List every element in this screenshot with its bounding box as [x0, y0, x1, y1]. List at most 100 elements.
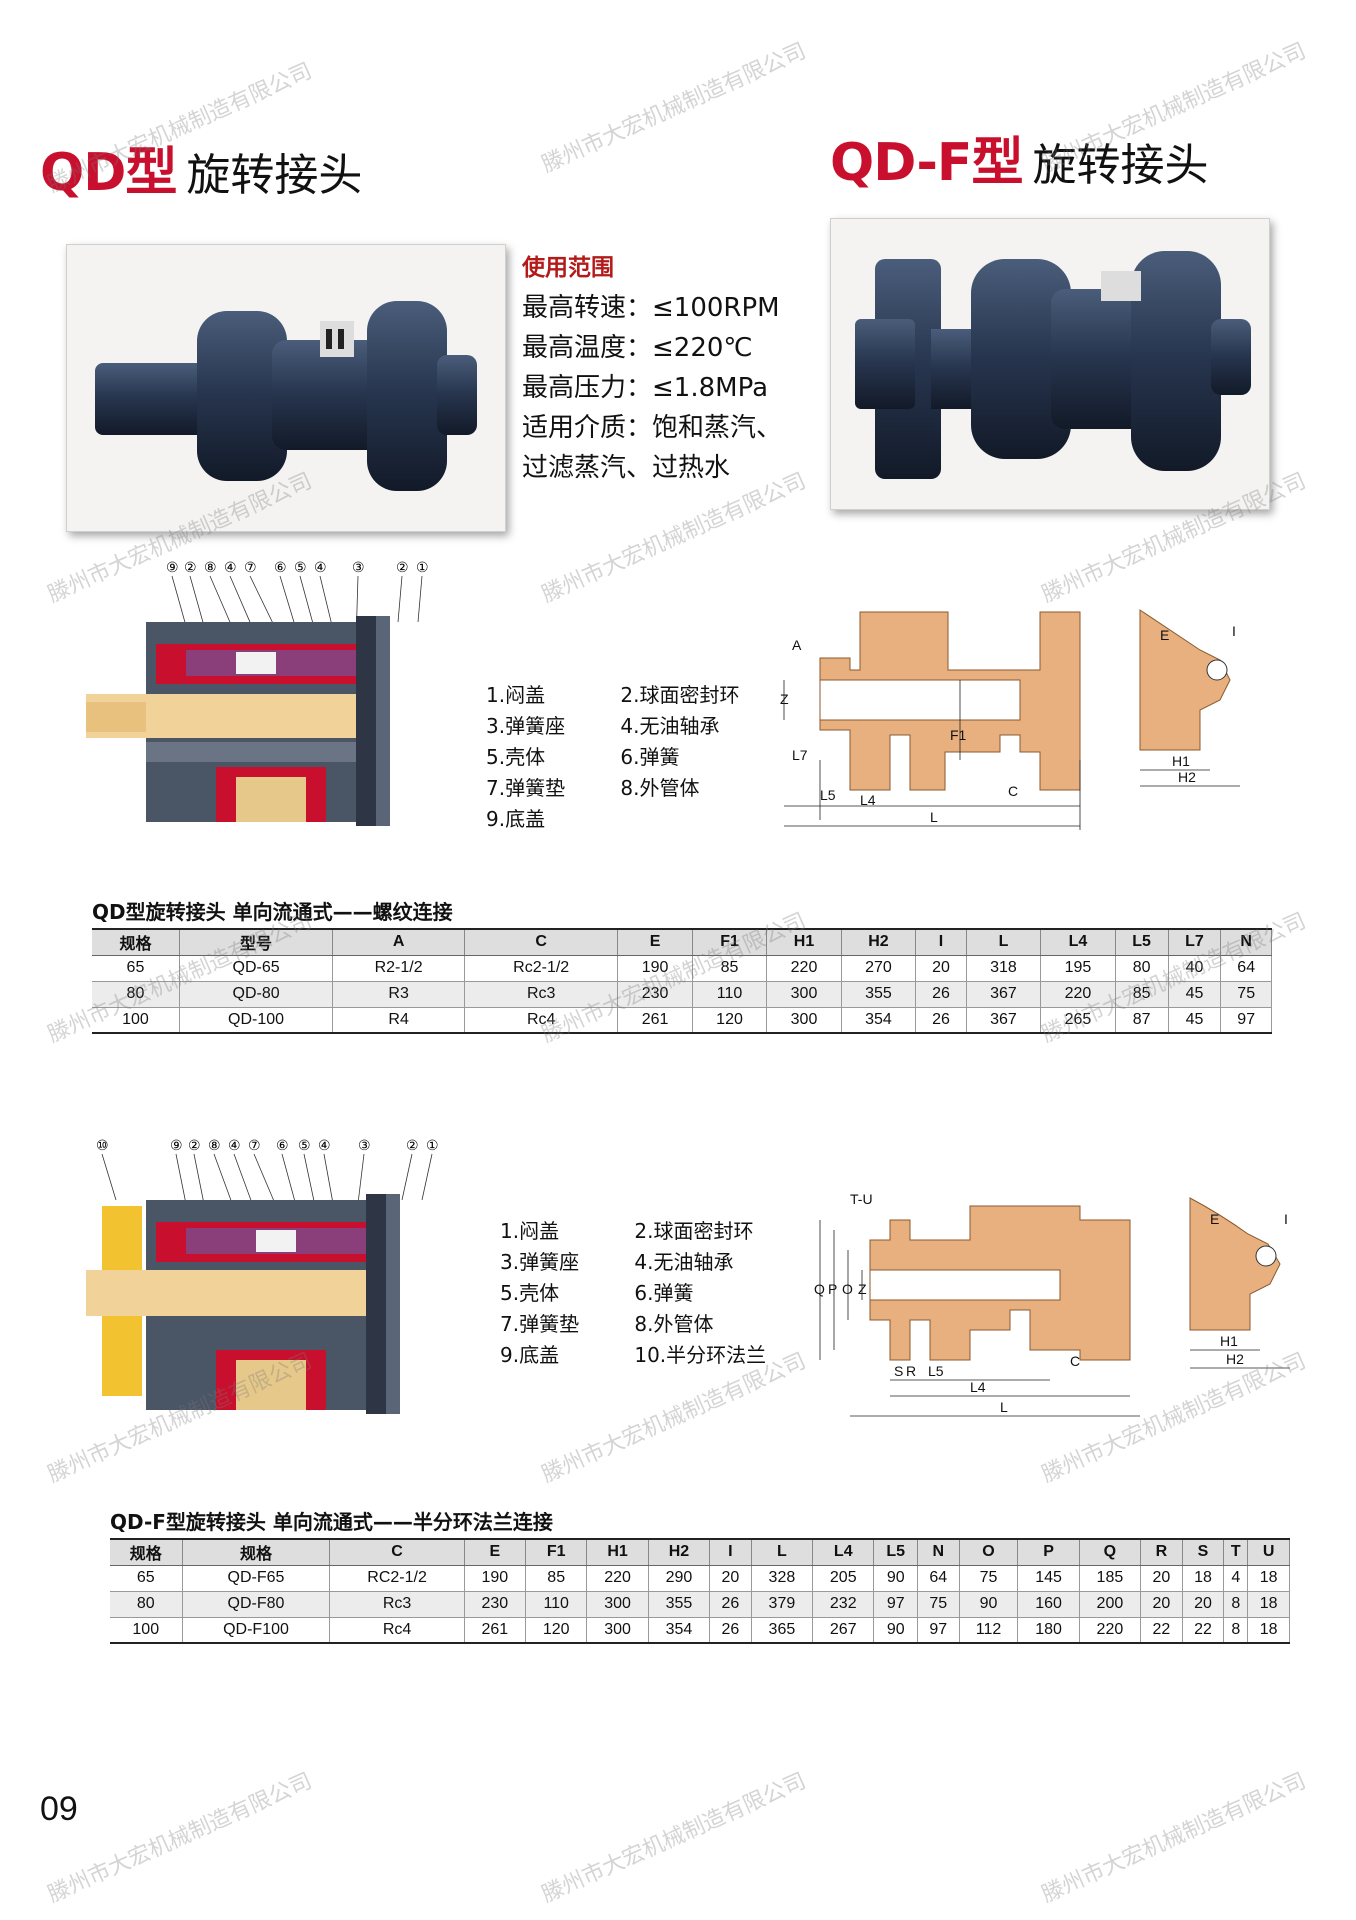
qdf-legend-item: 6.弹簧 [634, 1281, 694, 1305]
table2-cell: 112 [959, 1617, 1019, 1644]
watermark: 滕州市大宏机械制造有限公司 [44, 1768, 316, 1908]
table2-cell: 75 [917, 1591, 960, 1618]
dim-label: C [1008, 783, 1018, 799]
dim-label: Q [814, 1281, 825, 1297]
dim-label: E [1160, 627, 1169, 643]
table1-header: H1 [766, 928, 842, 956]
qdf-legend-item: 1.闷盖 [500, 1219, 560, 1243]
table1-cell: 261 [617, 1007, 693, 1034]
table1-cell: 367 [966, 1007, 1042, 1034]
table1-cell: 195 [1040, 955, 1116, 982]
table2-header: L4 [812, 1538, 875, 1566]
table1-cell: 40 [1168, 955, 1222, 982]
table1-cell: 300 [766, 981, 842, 1008]
qd-legend-item: 5.壳体 [486, 745, 546, 769]
table2-cell: 65 [110, 1565, 183, 1592]
watermark: 滕州市大宏机械制造有限公司 [538, 38, 810, 178]
dim-label: L7 [792, 747, 808, 763]
table1-cell: Rc4 [464, 1007, 619, 1034]
table2-cell: 200 [1079, 1591, 1142, 1618]
table1-cell: 65 [92, 955, 180, 982]
table1-cell: 190 [617, 955, 693, 982]
table1-cell: 80 [92, 981, 180, 1008]
table2-cell: 100 [110, 1617, 183, 1644]
dim-label: S [894, 1363, 903, 1379]
dim-label: P [828, 1281, 837, 1297]
qd-callout: ① [416, 559, 429, 575]
table2-cell: 300 [586, 1591, 649, 1618]
dim-label: H2 [1178, 769, 1196, 785]
table2-cell: 160 [1017, 1591, 1080, 1618]
table1-header: L [966, 928, 1042, 956]
table2-header: U [1247, 1538, 1290, 1566]
table2-title: QD-F型旋转接头 单向流通式——半分环法兰连接 [110, 1510, 553, 1534]
table2-cell: 220 [586, 1565, 649, 1592]
watermark: 滕州市大宏机械制造有限公司 [538, 1768, 810, 1908]
table2-cell: Rc3 [329, 1591, 465, 1618]
qdf-title-name: 旋转接头 [1032, 140, 1209, 191]
qd-legend-item: 7.弹簧垫 [486, 776, 566, 800]
table2-cell: 97 [917, 1617, 960, 1644]
table2-cell: 190 [464, 1565, 527, 1592]
qd-callout: ⑥ [274, 559, 287, 575]
table2-cell: 110 [525, 1591, 588, 1618]
table2-cell: 328 [751, 1565, 814, 1592]
table2-cell: QD-F80 [182, 1591, 331, 1618]
table2-cell: 64 [917, 1565, 960, 1592]
table2-header: C [329, 1538, 465, 1566]
qd-callout: ⑨ [166, 559, 179, 575]
table2-header: Q [1079, 1538, 1142, 1566]
table1-cell: 367 [966, 981, 1042, 1008]
dim-label: L4 [860, 792, 876, 808]
table2-cell: 120 [525, 1617, 588, 1644]
dim-label: L5 [928, 1363, 944, 1379]
table2-cell: QD-F100 [182, 1617, 331, 1644]
table1-cell: 230 [617, 981, 693, 1008]
qd-legend-item: 1.闷盖 [486, 683, 546, 707]
table2-cell: 20 [1182, 1591, 1225, 1618]
dim-label: E [1210, 1211, 1219, 1227]
table1-header: H2 [841, 928, 917, 956]
table2-cell: 90 [873, 1617, 918, 1644]
table1-title: QD型旋转接头 单向流通式——螺纹连接 [92, 900, 453, 924]
table1-cell: 318 [966, 955, 1042, 982]
table2-cell: 267 [812, 1617, 875, 1644]
qd-callout: ⑦ [244, 559, 257, 575]
table2-header: O [959, 1538, 1019, 1566]
table1-cell: 85 [1115, 981, 1169, 1008]
table1-header: 规格 [92, 928, 180, 956]
qd-callout: ⑤ [294, 559, 307, 575]
dim-label: O [842, 1281, 853, 1297]
table2-cell: 220 [1079, 1617, 1142, 1644]
table1-cell: 220 [766, 955, 842, 982]
qdf-legend-item: 7.弹簧垫 [500, 1312, 580, 1336]
qdf-callout: ④ [318, 1137, 331, 1153]
qdf-callout: ④ [228, 1137, 241, 1153]
table1-cell: 300 [766, 1007, 842, 1034]
table2-cell: 180 [1017, 1617, 1080, 1644]
dim-label: I [1284, 1211, 1288, 1227]
qd-callout: ⑧ [204, 559, 217, 575]
table2-cell: 75 [959, 1565, 1019, 1592]
qd-title-name: 旋转接头 [186, 150, 363, 201]
table2-cell: 22 [1182, 1617, 1225, 1644]
qdf-product-photo [830, 218, 1270, 510]
table2-cell: 20 [1140, 1565, 1183, 1592]
qdf-callout: ① [426, 1137, 439, 1153]
table2-cell: 18 [1182, 1565, 1225, 1592]
spec-max-temperature: 最高温度：≤220℃ [522, 333, 753, 363]
table2-header: 规格 [182, 1538, 331, 1566]
table1-cell: 26 [915, 1007, 967, 1034]
qdf-joint-illustration [855, 251, 1251, 479]
table1-cell: 87 [1115, 1007, 1169, 1034]
table1-cell: 45 [1168, 981, 1222, 1008]
qdf-callout: ② [188, 1137, 201, 1153]
table2-header: T [1223, 1538, 1249, 1566]
